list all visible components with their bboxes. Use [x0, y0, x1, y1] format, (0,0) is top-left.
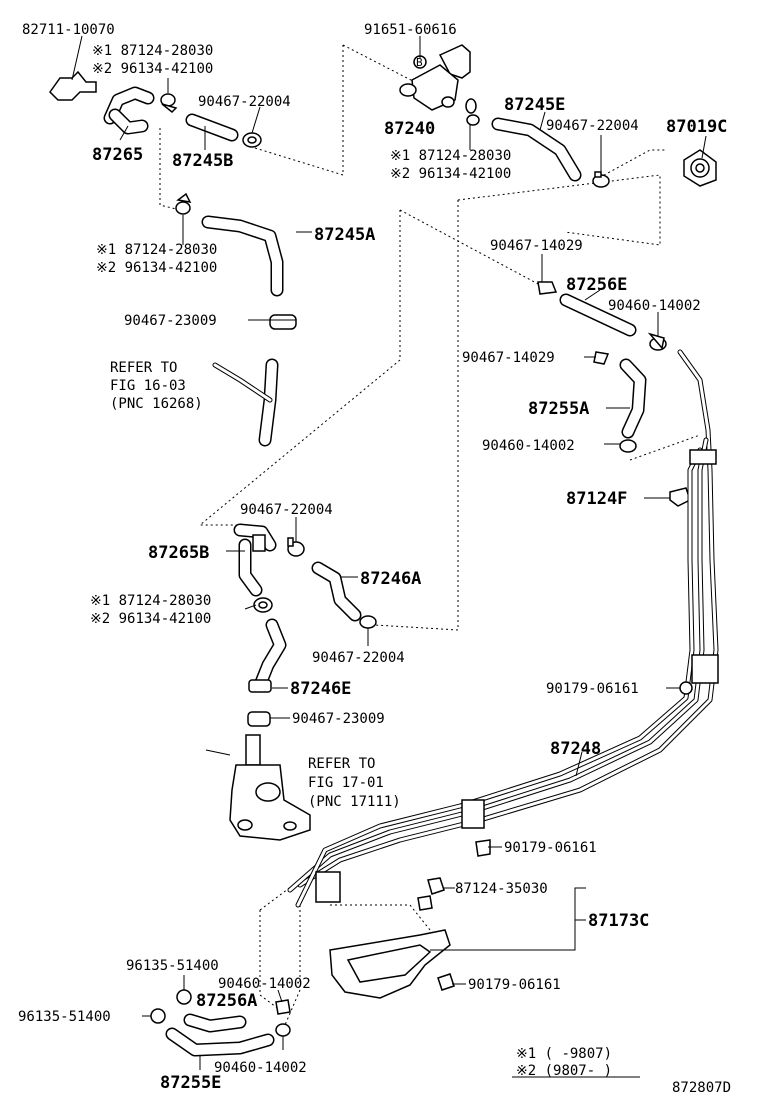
label-87245a[interactable]: 87245A	[314, 225, 375, 245]
label-90460-14002-d[interactable]: 90460-14002	[214, 1060, 307, 1076]
clamp-f	[269, 314, 297, 330]
leader-lines	[71, 35, 707, 1078]
label-87246a[interactable]: 87246A	[360, 569, 421, 589]
label-87256a[interactable]: 87256A	[196, 991, 257, 1011]
label-90467-23009-b[interactable]: 90467-23009	[292, 711, 385, 727]
label-90460-14002-b[interactable]: 90460-14002	[482, 438, 575, 454]
label-87124-28030-c[interactable]: ※1 87124-28030	[96, 242, 217, 258]
label-96134-42100-d[interactable]: ※2 96134-42100	[90, 611, 211, 627]
clamp-l	[359, 615, 377, 629]
ref2-line3: (PNC 17111)	[308, 794, 401, 810]
label-87124-28030-b[interactable]: ※1 87124-28030	[390, 148, 511, 164]
clamp-o	[275, 999, 291, 1037]
label-90179-06161-c[interactable]: 90179-06161	[468, 977, 561, 993]
hose-87246e	[248, 618, 287, 693]
clamp-c	[465, 98, 480, 126]
nut-90179-b	[475, 839, 491, 857]
label-87173c[interactable]: 87173C	[588, 911, 649, 931]
label-96134-42100-c[interactable]: ※2 96134-42100	[96, 260, 217, 276]
hose-87245a	[201, 215, 284, 297]
clip-87124-35030	[417, 877, 445, 911]
label-87124-28030-d[interactable]: ※1 87124-28030	[90, 593, 211, 609]
label-87245e[interactable]: 87245E	[504, 95, 565, 115]
label-87019c[interactable]: 87019C	[666, 117, 727, 137]
label-87255e[interactable]: 87255E	[160, 1073, 221, 1093]
label-87124-28030-a[interactable]: ※1 87124-28030	[92, 43, 213, 59]
clamp-b	[242, 132, 262, 148]
label-90467-23009-a[interactable]: 90467-23009	[124, 313, 217, 329]
valve-mark-b: B	[416, 56, 423, 69]
label-82711-10070[interactable]: 82711-10070	[22, 22, 115, 38]
hose-87256a	[183, 1013, 247, 1033]
hose-87265b	[233, 523, 277, 597]
label-90467-22004-d[interactable]: 90467-22004	[312, 650, 405, 666]
bolt-96135-b	[150, 1008, 166, 1024]
label-91651-60616[interactable]: 91651-60616	[364, 22, 457, 38]
label-96134-42100-a[interactable]: ※2 96134-42100	[92, 61, 213, 77]
pipe-87248	[287, 349, 719, 908]
nut-90179-c	[437, 973, 455, 991]
label-87248[interactable]: 87248	[550, 739, 601, 759]
clamp-g	[537, 281, 558, 295]
clamp-j	[619, 439, 637, 453]
label-90467-14029-b[interactable]: 90467-14029	[462, 350, 555, 366]
ref1-line1: REFER TO	[110, 360, 177, 376]
label-87255a[interactable]: 87255A	[528, 399, 589, 419]
hose-87245b	[185, 113, 239, 142]
label-90467-22004-a[interactable]: 90467-22004	[198, 94, 291, 110]
label-90467-22004-b[interactable]: 90467-22004	[546, 118, 639, 134]
label-90467-14029-a[interactable]: 90467-14029	[490, 238, 583, 254]
hose-87255e	[165, 1027, 275, 1057]
label-87124f[interactable]: 87124F	[566, 489, 627, 509]
clamp-i	[593, 351, 610, 365]
clamp-e	[175, 192, 192, 215]
clamp-m	[253, 597, 273, 613]
pipe-ref-16-03	[212, 358, 279, 447]
nut-90179-a	[679, 681, 693, 695]
hose-87265	[103, 86, 155, 135]
clamp-n	[247, 711, 271, 727]
bracket-82711	[49, 70, 97, 101]
label-87246e[interactable]: 87246E	[290, 679, 351, 699]
label-96135-51400-a[interactable]: 96135-51400	[126, 958, 219, 974]
label-96134-42100-b[interactable]: ※2 96134-42100	[390, 166, 511, 182]
label-87256e[interactable]: 87256E	[566, 275, 627, 295]
note-2: ※2 (9807- )	[516, 1063, 612, 1079]
hose-87255a	[619, 358, 647, 439]
label-87245b[interactable]: 87245B	[172, 151, 233, 171]
ref2-line2: FIG 17-01	[308, 775, 384, 791]
clip-87124f	[669, 487, 691, 507]
hose-87246a	[311, 561, 362, 622]
part-labels: 82711-10070 ※1 87124-28030 ※2 96134-4210…	[18, 22, 731, 1096]
label-90179-06161-b[interactable]: 90179-06161	[504, 840, 597, 856]
ref1-line2: FIG 16-03	[110, 378, 186, 394]
label-96135-51400-b[interactable]: 96135-51400	[18, 1009, 111, 1025]
label-90179-06161-a[interactable]: 90179-06161	[546, 681, 639, 697]
clamp-a	[160, 93, 178, 114]
bolt-96135-a	[176, 989, 192, 1005]
hose-87245e	[491, 117, 582, 182]
vsv-91651	[399, 44, 471, 111]
hose-87256e	[559, 293, 637, 337]
note-1: ※1 ( -9807)	[516, 1046, 612, 1062]
water-pump-ref-17-01	[205, 734, 311, 841]
diagram-id: 872807D	[672, 1080, 731, 1096]
label-87240[interactable]: 87240	[384, 119, 435, 139]
label-90460-14002-a[interactable]: 90460-14002	[608, 298, 701, 314]
ref2-line1: REFER TO	[308, 756, 375, 772]
label-90460-14002-c[interactable]: 90460-14002	[218, 976, 311, 992]
label-87124-35030[interactable]: 87124-35030	[455, 881, 548, 897]
label-87265[interactable]: 87265	[92, 145, 143, 165]
ref1-line3: (PNC 16268)	[110, 396, 203, 412]
grommet-87019c	[683, 149, 717, 187]
clamp-h	[647, 332, 667, 351]
label-87265b[interactable]: 87265B	[148, 543, 209, 563]
clamp-k	[287, 537, 305, 557]
label-90467-22004-c[interactable]: 90467-22004	[240, 502, 333, 518]
bracket-87173c	[329, 929, 451, 999]
